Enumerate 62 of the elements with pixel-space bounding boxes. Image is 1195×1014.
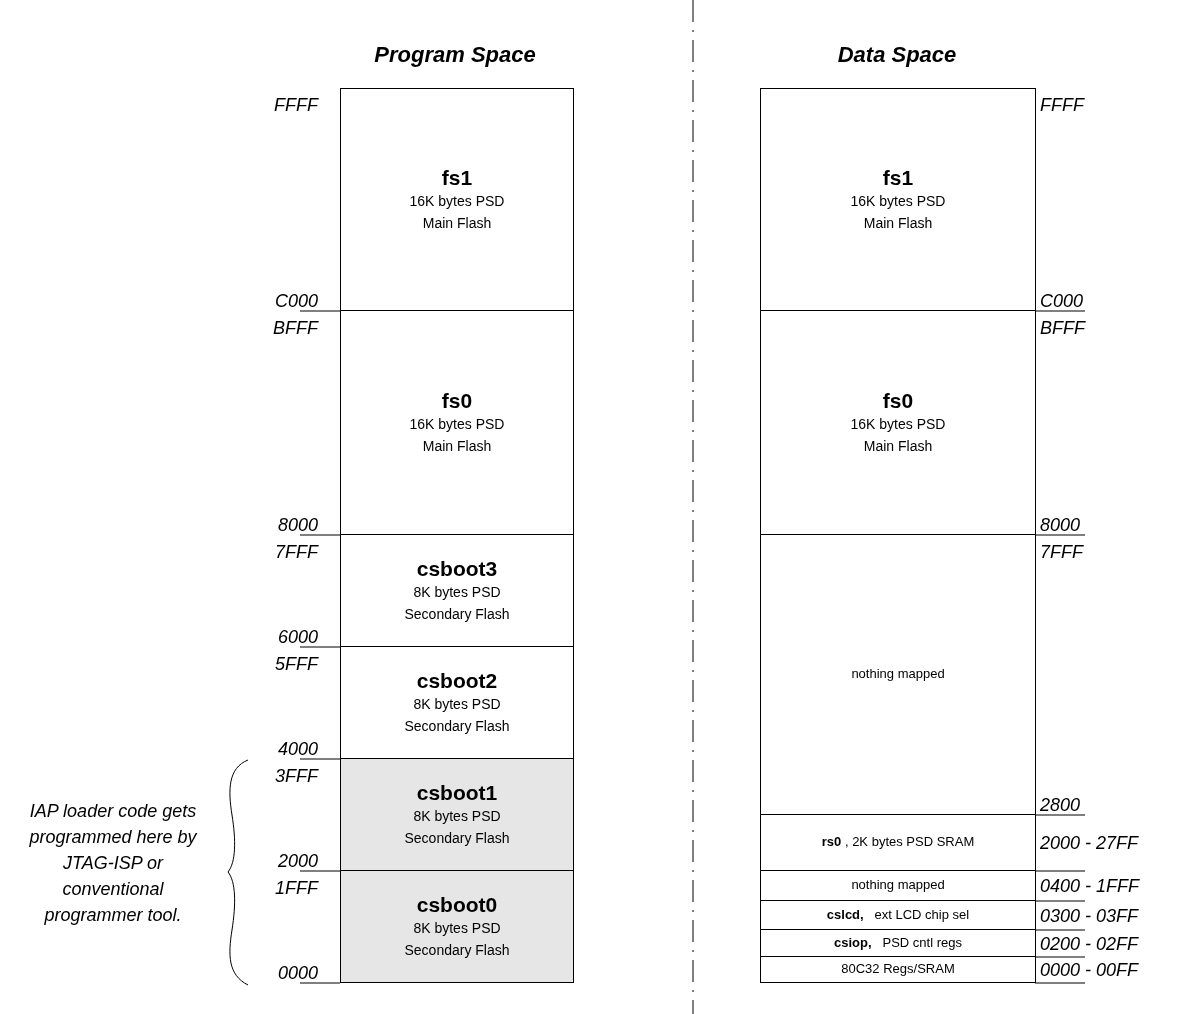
block-name: fs0 <box>882 388 914 413</box>
address-label: 2800 <box>1040 796 1081 814</box>
block-description: 8K bytes PSD Secondary Flash <box>403 806 511 848</box>
address-label: 5FFF <box>275 655 318 673</box>
address-label: 0000 <box>277 964 318 982</box>
memory-block <box>340 311 574 535</box>
address-label: 2000 <box>277 852 318 870</box>
block-name: fs1 <box>882 165 914 190</box>
memory-block <box>760 311 1036 535</box>
address-label: BFFF <box>1040 319 1085 337</box>
address-label: C000 <box>274 292 318 310</box>
memory-block <box>340 871 574 983</box>
address-label: 7FFF <box>1040 543 1083 561</box>
section-title: Program Space <box>374 41 536 69</box>
address-label: 8000 <box>1040 516 1081 534</box>
address-label: 7FFF <box>275 543 318 561</box>
address-label: 0300 - 03FF <box>1040 906 1139 925</box>
block-description: 8K bytes PSD Secondary Flash <box>403 582 511 624</box>
memory-block <box>760 930 1036 957</box>
block-description: 16K bytes PSD Main Flash <box>849 414 947 456</box>
address-label: 1FFF <box>275 879 318 897</box>
block-name: csboot0 <box>416 892 498 917</box>
block-description: csiop, PSD cntl regs <box>834 934 962 952</box>
memory-block <box>760 815 1036 871</box>
block-name: csboot2 <box>416 668 498 693</box>
address-label: 3FFF <box>275 767 318 785</box>
block-description: 8K bytes PSD Secondary Flash <box>403 918 511 960</box>
address-label: C000 <box>1040 292 1084 310</box>
block-description: nothing mapped <box>851 877 945 894</box>
block-description: rs0 , 2K bytes PSD SRAM <box>821 834 975 851</box>
block-name: csboot3 <box>416 556 498 581</box>
block-description: 80C32 Regs/SRAM <box>841 961 955 978</box>
address-label: 4000 <box>277 740 318 758</box>
memory-block <box>340 647 574 759</box>
address-label: 0200 - 02FF <box>1040 934 1139 953</box>
address-label: 6000 <box>277 628 318 646</box>
memory-block <box>760 88 1036 311</box>
block-name: csboot1 <box>416 780 498 805</box>
address-label: 0000 - 00FF <box>1040 961 1139 979</box>
address-label: 8000 <box>277 516 318 534</box>
memory-block <box>340 535 574 647</box>
block-name: fs1 <box>441 165 473 190</box>
memory-block <box>340 88 574 311</box>
memory-block <box>760 901 1036 930</box>
section-title: Data Space <box>837 41 957 69</box>
address-label: 2000 - 27FF <box>1040 834 1139 852</box>
address-label: 0400 - 1FFF <box>1040 877 1140 895</box>
annotation-note: IAP loader code gets programmed here by JTAG-ISP or conventional programmer tool. <box>28 800 198 927</box>
address-label: FFFF <box>274 96 318 114</box>
memory-block <box>760 871 1036 901</box>
memory-block <box>340 759 574 871</box>
block-description: cslcd, ext LCD chip sel <box>826 906 970 924</box>
block-description: 16K bytes PSD Main Flash <box>408 191 506 233</box>
block-description: 16K bytes PSD Main Flash <box>849 191 947 233</box>
block-description: nothing mapped <box>851 666 945 683</box>
memory-block <box>760 535 1036 815</box>
address-label: BFFF <box>273 319 318 337</box>
block-description: 8K bytes PSD Secondary Flash <box>403 694 511 736</box>
block-name: fs0 <box>441 388 473 413</box>
block-description: 16K bytes PSD Main Flash <box>408 414 506 456</box>
address-label: FFFF <box>1040 96 1084 114</box>
memory-block <box>760 957 1036 983</box>
